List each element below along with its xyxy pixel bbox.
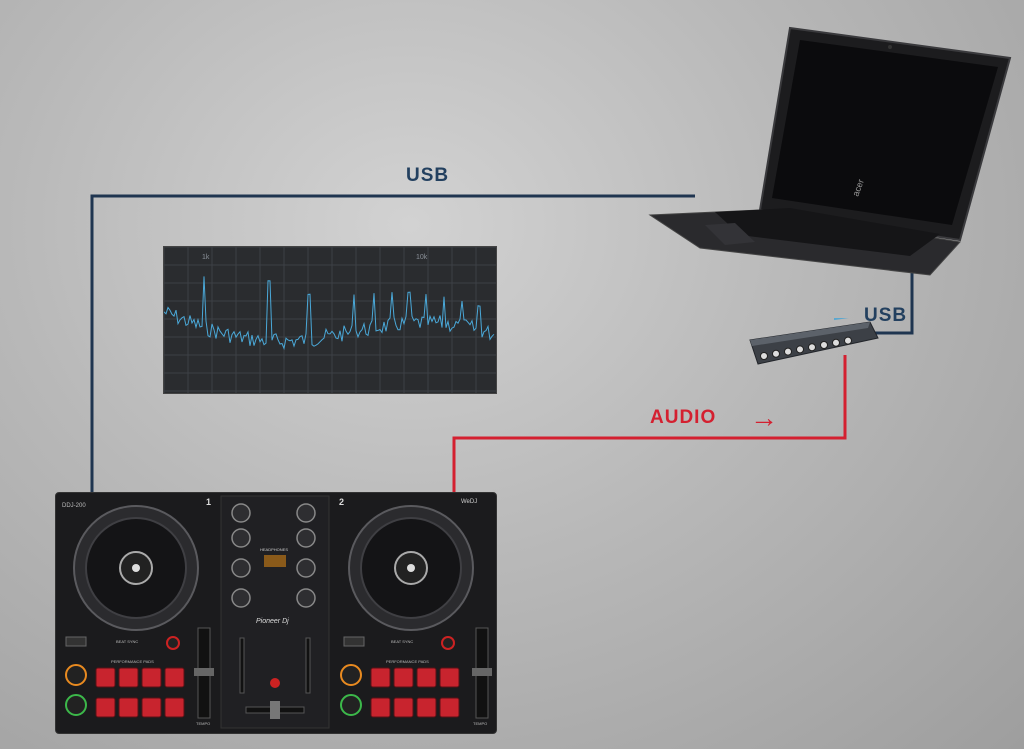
spectrum-grid	[163, 246, 496, 393]
spectrum-tick-right: 10k	[416, 254, 428, 261]
usb-label-right: USB	[864, 305, 908, 326]
beat-sync-button-left[interactable]	[166, 636, 180, 650]
controller-model: DDJ-200	[62, 503, 86, 509]
spectrum-trace	[163, 276, 495, 351]
beat-sync-label-left: BEAT SYNC	[116, 639, 138, 644]
performance-pad[interactable]	[118, 667, 139, 688]
performance-pad[interactable]	[393, 697, 414, 718]
shift-button-left[interactable]	[65, 636, 87, 647]
usb-label-top: USB	[406, 165, 450, 186]
jack-connector	[808, 343, 816, 352]
audio-label: AUDIO	[650, 407, 717, 428]
tempo-label-left: TEMPO	[196, 721, 210, 726]
brand-label: Pioneer Dj	[256, 618, 289, 625]
usb-cable-laptop-interface	[865, 270, 914, 335]
spectrum-tick-left: 1k	[202, 254, 210, 261]
performance-pad[interactable]	[164, 667, 185, 688]
performance-pad[interactable]	[164, 697, 185, 718]
spectrum-plot: 1k 10k	[163, 246, 496, 393]
beat-sync-label-right: BEAT SYNC	[391, 639, 413, 644]
audio-direction-arrow: →	[750, 402, 779, 433]
performance-pads-label-right: PERFORMANCE PADS	[386, 659, 429, 664]
controller-face: DDJ-200 1 2 WeDJ HEADPHONES Pioneer Dj B…	[62, 495, 492, 729]
performance-pad[interactable]	[439, 697, 460, 718]
shift-button-right[interactable]	[343, 636, 365, 647]
headphones-display	[264, 555, 286, 567]
tempo-slider-knob-left[interactable]	[194, 668, 214, 676]
beat-sync-button-right[interactable]	[441, 636, 455, 650]
jog-wheel-left[interactable]	[73, 505, 199, 631]
jack-connector	[796, 345, 804, 354]
spectrum-analyzer: 1k 10k	[163, 246, 497, 394]
eq-knob[interactable]	[296, 558, 316, 578]
usb-audio-interface	[749, 318, 879, 365]
jack-connector	[832, 338, 840, 347]
deck-left-number: 1	[206, 497, 211, 507]
performance-pad[interactable]	[416, 667, 437, 688]
laptop-screen	[772, 40, 998, 225]
eq-knob[interactable]	[296, 503, 316, 523]
jack-connector	[784, 347, 792, 356]
performance-pad[interactable]	[370, 697, 391, 718]
wedj-label: WeDJ	[461, 499, 477, 505]
cue-button-right[interactable]	[340, 664, 362, 686]
jack-connector	[772, 349, 780, 358]
crossfader-knob[interactable]	[270, 701, 280, 719]
eq-knob[interactable]	[231, 528, 251, 548]
mixer-knobs[interactable]	[231, 503, 316, 608]
headphones-label: HEADPHONES	[260, 547, 288, 552]
play-button-left[interactable]	[65, 694, 87, 716]
interface-top	[750, 322, 870, 346]
laptop: acer	[648, 26, 1012, 276]
interface-jacks	[760, 336, 852, 360]
cue-button-left[interactable]	[65, 664, 87, 686]
interface-display	[834, 318, 862, 321]
eq-knob[interactable]	[231, 558, 251, 578]
deck-right-number: 2	[339, 497, 344, 507]
dj-controller: DDJ-200 1 2 WeDJ HEADPHONES Pioneer Dj B…	[55, 492, 497, 734]
laptop-keyboard	[715, 208, 940, 256]
eq-knob[interactable]	[231, 503, 251, 523]
jog-wheel-right[interactable]	[348, 505, 474, 631]
jack-connector	[844, 336, 852, 345]
eq-knob[interactable]	[231, 588, 251, 608]
performance-pad[interactable]	[141, 697, 162, 718]
performance-pad[interactable]	[95, 697, 116, 718]
play-button-right[interactable]	[340, 694, 362, 716]
jack-connector	[760, 352, 768, 360]
performance-pads-left[interactable]	[95, 667, 185, 718]
laptop-webcam	[888, 45, 892, 49]
eq-knob[interactable]	[296, 588, 316, 608]
channel-fader-right[interactable]	[305, 637, 311, 694]
performance-pad[interactable]	[370, 667, 391, 688]
jack-connector	[820, 341, 828, 349]
performance-pads-label-left: PERFORMANCE PADS	[111, 659, 154, 664]
tempo-slider-knob-right[interactable]	[472, 668, 492, 676]
laptop-touchpad	[705, 223, 755, 245]
audio-cable	[452, 355, 847, 494]
performance-pad[interactable]	[141, 667, 162, 688]
tempo-label-right: TEMPO	[473, 721, 487, 726]
eq-knob[interactable]	[296, 528, 316, 548]
performance-pad[interactable]	[118, 697, 139, 718]
performance-pad[interactable]	[439, 667, 460, 688]
channel-fader-left[interactable]	[239, 637, 245, 694]
master-cue-button[interactable]	[270, 678, 280, 688]
performance-pad[interactable]	[393, 667, 414, 688]
usb-cable-controller-laptop	[90, 194, 695, 494]
performance-pads-right[interactable]	[370, 667, 460, 718]
performance-pad[interactable]	[416, 697, 437, 718]
performance-pad[interactable]	[95, 667, 116, 688]
